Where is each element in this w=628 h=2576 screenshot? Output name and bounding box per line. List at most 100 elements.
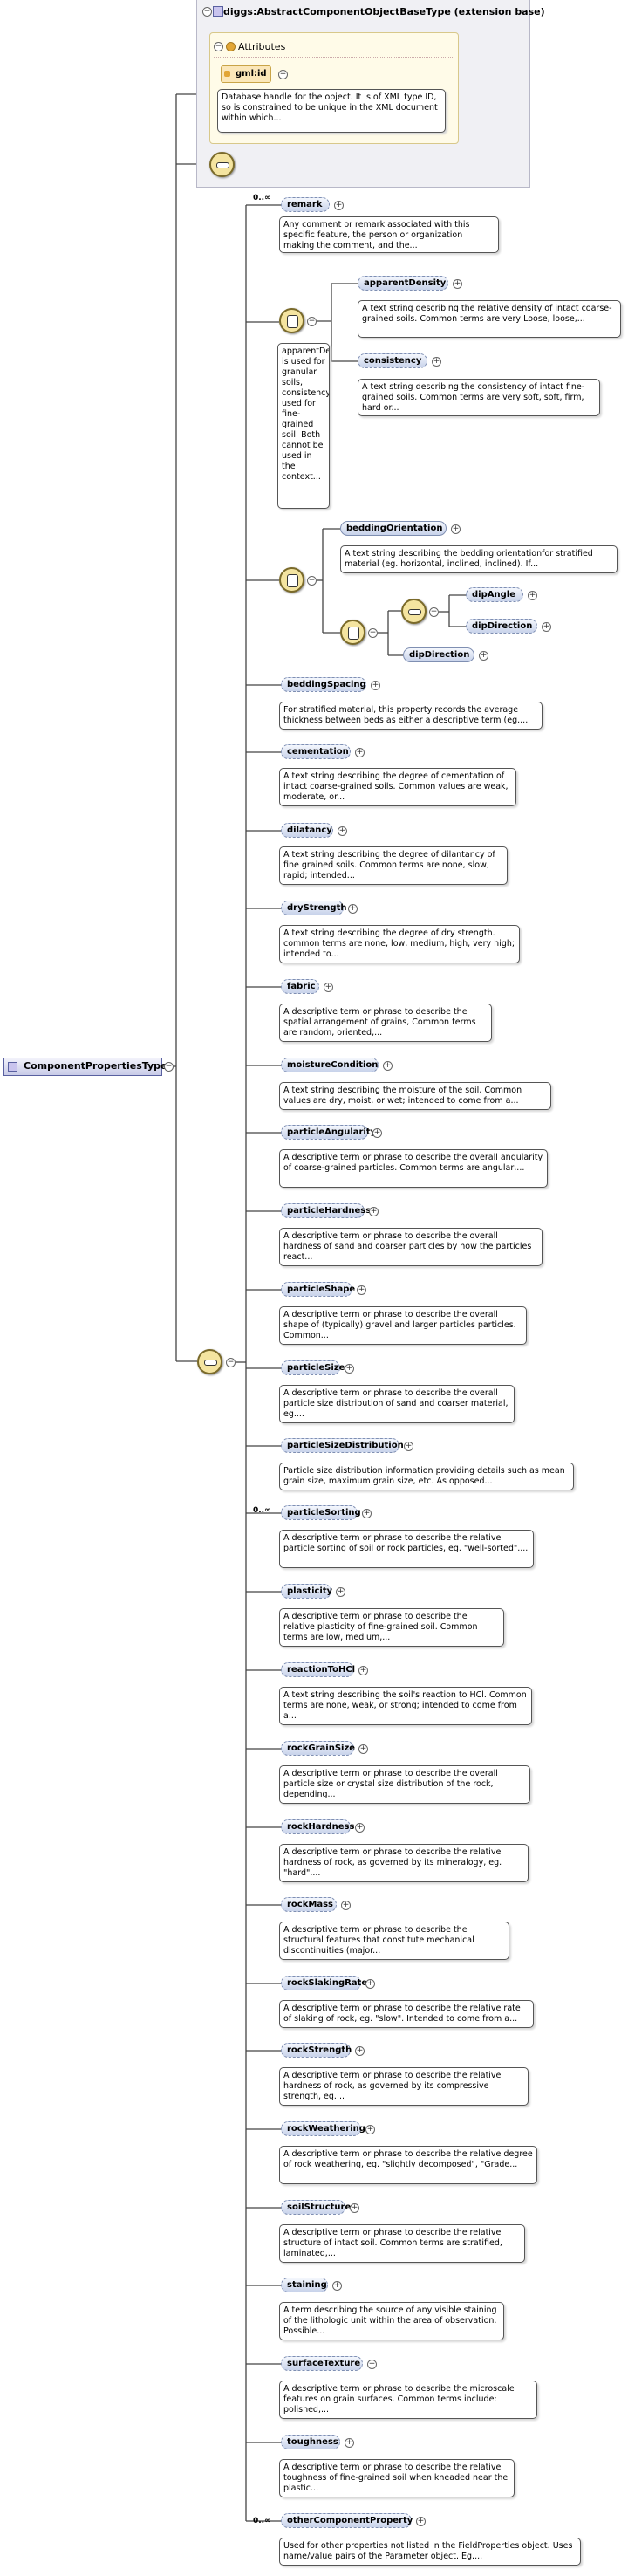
collapse-icon[interactable]: − bbox=[164, 1062, 174, 1072]
element-rockHardness[interactable]: rockHardness bbox=[281, 1819, 354, 1834]
collapse-icon[interactable]: − bbox=[429, 607, 439, 617]
element-dipAngle[interactable]: dipAngle bbox=[466, 587, 523, 602]
expand-icon[interactable]: + bbox=[278, 70, 288, 79]
expand-icon[interactable]: + bbox=[451, 524, 461, 534]
element-plasticity[interactable]: plasticity bbox=[281, 1584, 332, 1599]
element-dipDirection[interactable]: dipDirection bbox=[466, 619, 537, 634]
expand-icon[interactable]: + bbox=[332, 2281, 342, 2291]
element-rockMass[interactable]: rockMass bbox=[281, 1897, 337, 1912]
element-particleAngularity[interactable]: particleAngularity bbox=[281, 1125, 376, 1140]
expand-icon[interactable]: + bbox=[355, 748, 365, 757]
element-otherComponentProperty[interactable]: otherComponentProperty bbox=[281, 2513, 413, 2528]
expand-icon[interactable]: + bbox=[341, 1901, 351, 1910]
expand-icon[interactable]: + bbox=[324, 983, 333, 992]
documentation-note: A descriptive term or phrase to describe… bbox=[279, 1228, 543, 1266]
expand-icon[interactable]: + bbox=[479, 651, 488, 661]
expand-icon[interactable]: + bbox=[358, 1744, 368, 1754]
element-apparentDensity[interactable]: apparentDensity bbox=[358, 276, 448, 291]
element-rockWeathering[interactable]: rockWeathering bbox=[281, 2121, 365, 2136]
documentation-note: A descriptive term or phrase to describe… bbox=[279, 1530, 534, 1568]
documentation-note: A text string describing the degree of d… bbox=[279, 925, 520, 963]
element-rockSlakingRate[interactable]: rockSlakingRate bbox=[281, 1976, 367, 1990]
element-beddingOrientation[interactable]: beddingOrientation bbox=[340, 521, 447, 536]
expand-icon[interactable]: + bbox=[432, 357, 441, 367]
collapse-icon[interactable]: − bbox=[202, 7, 212, 17]
expand-icon[interactable]: + bbox=[362, 1509, 372, 1518]
element-surfaceTexture[interactable]: surfaceTexture bbox=[281, 2356, 363, 2371]
documentation-note: A descriptive term or phrase to describe… bbox=[279, 1306, 527, 1345]
expand-icon[interactable]: + bbox=[358, 1666, 368, 1675]
element-staining[interactable]: staining bbox=[281, 2278, 328, 2292]
element-particleSizeDistribution[interactable]: particleSizeDistribution bbox=[281, 1438, 404, 1453]
documentation-note: A text string describing the degree of d… bbox=[279, 846, 508, 885]
element-toughness[interactable]: toughness bbox=[281, 2435, 340, 2449]
gml-id-attribute[interactable]: gml:id bbox=[221, 65, 271, 83]
collapse-icon[interactable]: − bbox=[226, 1358, 236, 1367]
element-rockGrainSize[interactable]: rockGrainSize bbox=[281, 1741, 355, 1756]
documentation-note: A descriptive term or phrase to describe… bbox=[279, 1844, 529, 1882]
element-particleShape[interactable]: particleShape bbox=[281, 1282, 355, 1297]
documentation-note: A descriptive term or phrase to describe… bbox=[279, 2146, 537, 2184]
expand-icon[interactable]: + bbox=[365, 1979, 375, 1989]
element-dilatancy[interactable]: dilatancy bbox=[281, 823, 333, 838]
expand-icon[interactable]: + bbox=[355, 2046, 365, 2056]
complex-type-icon bbox=[213, 6, 223, 17]
documentation-note: A descriptive term or phrase to describe… bbox=[279, 2459, 515, 2497]
element-fabric[interactable]: fabric bbox=[281, 979, 319, 994]
attribute-group-icon bbox=[226, 42, 236, 51]
collapse-icon[interactable]: − bbox=[307, 317, 317, 326]
expand-icon[interactable]: + bbox=[355, 1823, 365, 1833]
documentation-note: A text string describing the bedding ori… bbox=[340, 545, 618, 573]
element-dryStrength[interactable]: dryStrength bbox=[281, 901, 346, 915]
documentation-note: A descriptive term or phrase to describe… bbox=[279, 2224, 525, 2263]
collapse-icon[interactable]: − bbox=[368, 628, 378, 638]
expand-icon[interactable]: + bbox=[345, 1364, 354, 1374]
documentation-note: A text string describing the soil's reac… bbox=[279, 1687, 532, 1725]
expand-icon[interactable]: + bbox=[350, 2203, 359, 2213]
documentation-note: A descriptive term or phrase to describe… bbox=[279, 2000, 534, 2028]
documentation-note: A text string describing the consistency… bbox=[358, 379, 600, 416]
expand-icon[interactable]: + bbox=[336, 1587, 345, 1597]
documentation-note: Used for other properties not listed in … bbox=[279, 2538, 581, 2566]
expand-icon[interactable]: + bbox=[345, 2438, 354, 2448]
gml-id-label: gml:id bbox=[236, 69, 267, 79]
expand-icon[interactable]: + bbox=[357, 1285, 366, 1295]
collapse-icon[interactable]: − bbox=[214, 42, 223, 51]
element-particleSize[interactable]: particleSize bbox=[281, 1360, 345, 1375]
element-particleHardness[interactable]: particleHardness bbox=[281, 1203, 371, 1218]
element-cementation[interactable]: cementation bbox=[281, 744, 351, 759]
expand-icon[interactable]: + bbox=[334, 201, 344, 210]
element-dipDirection[interactable]: dipDirection bbox=[403, 647, 474, 662]
element-consistency[interactable]: consistency bbox=[358, 353, 427, 368]
expand-icon[interactable]: + bbox=[404, 1442, 413, 1451]
element-moistureCondition[interactable]: moistureCondition bbox=[281, 1058, 379, 1072]
collapse-icon[interactable]: − bbox=[307, 576, 317, 586]
element-reactionToHCl[interactable]: reactionToHCl bbox=[281, 1662, 355, 1677]
element-soilStructure[interactable]: soilStructure bbox=[281, 2200, 351, 2215]
documentation-note: A text string describing the moisture of… bbox=[279, 1082, 551, 1110]
expand-icon[interactable]: + bbox=[528, 591, 537, 600]
expand-icon[interactable]: + bbox=[416, 2517, 426, 2526]
expand-icon[interactable]: + bbox=[372, 1128, 382, 1138]
documentation-note: A descriptive term or phrase to describe… bbox=[279, 1004, 492, 1042]
expand-icon[interactable]: + bbox=[348, 904, 358, 914]
expand-icon[interactable]: + bbox=[338, 826, 347, 836]
element-particleSorting[interactable]: particleSorting bbox=[281, 1505, 361, 1520]
documentation-note: A descriptive term or phrase to describe… bbox=[279, 2381, 537, 2419]
expand-icon[interactable]: + bbox=[383, 1061, 392, 1071]
element-beddingSpacing[interactable]: beddingSpacing bbox=[281, 677, 366, 692]
particle-sorting-multiplicity: 0..∞ bbox=[253, 1506, 271, 1515]
root-type[interactable]: ComponentPropertiesType bbox=[3, 1058, 167, 1076]
complex-type-icon bbox=[8, 1062, 17, 1072]
element-remark[interactable]: remark bbox=[281, 197, 330, 212]
element-rockStrength[interactable]: rockStrength bbox=[281, 2043, 352, 2058]
expand-icon[interactable]: + bbox=[365, 2125, 375, 2134]
expand-icon[interactable]: + bbox=[371, 681, 380, 690]
expand-icon[interactable]: + bbox=[542, 622, 551, 632]
expand-icon[interactable]: + bbox=[369, 1207, 379, 1216]
expand-icon[interactable]: + bbox=[367, 2360, 377, 2369]
expand-icon[interactable]: + bbox=[453, 279, 462, 289]
documentation-note: A text string describing the degree of c… bbox=[279, 768, 516, 806]
